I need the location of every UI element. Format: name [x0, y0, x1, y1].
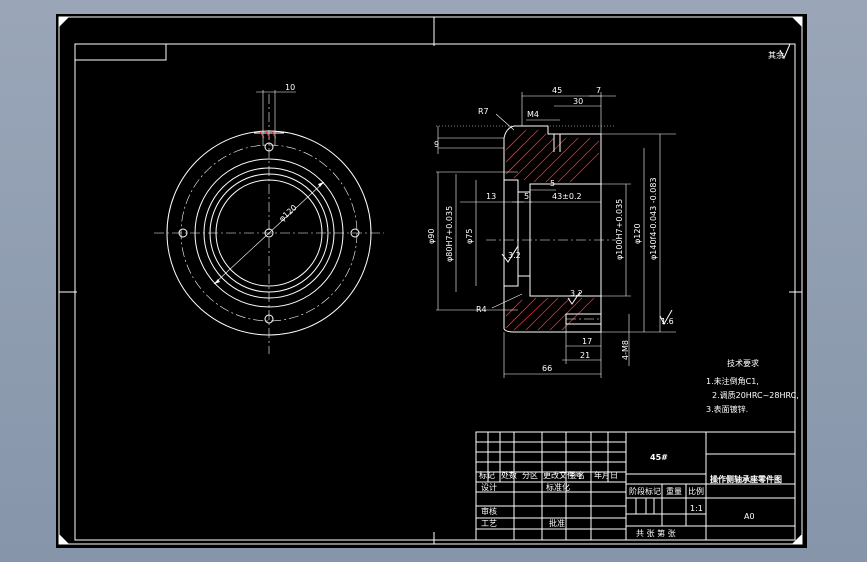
svg-text:共 张 第 张: 共 张 第 张 — [636, 528, 676, 538]
svg-text:更改文件号: 更改文件号 — [543, 470, 583, 480]
dim-45: 45 — [552, 86, 562, 95]
tech-requirements: 技术要求 1.未注倒角C1, 2.调质20HRC~28HRC, 3.表面镀锌. — [706, 358, 799, 414]
dim-17: 17 — [582, 337, 592, 346]
tech-item-3: 3.表面镀锌. — [706, 404, 748, 414]
svg-text:3.2: 3.2 — [570, 289, 583, 298]
drawing-canvas[interactable]: 其余 10 φ120 — [56, 14, 807, 548]
svg-text:分区: 分区 — [522, 471, 538, 480]
title-block: 标记 处数 分区 更改文件号 签名 年月日 设计 标准化 审核 工艺 批准 45… — [475, 431, 796, 541]
svg-text:重量: 重量 — [666, 486, 682, 496]
svg-text:审核: 审核 — [481, 506, 497, 516]
svg-text:处数: 处数 — [501, 470, 517, 480]
dim-9: 9 — [434, 140, 439, 149]
dim-5a: 5 — [524, 192, 529, 201]
scale-value: 1:1 — [690, 504, 703, 513]
dim-30: 30 — [573, 97, 583, 106]
dim-r4: R4 — [476, 305, 487, 314]
svg-text:标记: 标记 — [479, 470, 495, 480]
svg-text:签名: 签名 — [569, 470, 585, 480]
tech-item-1: 1.未注倒角C1, — [706, 376, 759, 386]
corner-mark — [792, 534, 802, 544]
svg-text:比例: 比例 — [688, 486, 704, 496]
svg-text:阶段标记: 阶段标记 — [629, 486, 661, 496]
dim-13: 13 — [486, 192, 496, 201]
tech-item-2: 2.调质20HRC~28HRC, — [712, 390, 799, 400]
corner-mark — [59, 534, 69, 544]
dim-m4: M4 — [527, 110, 539, 119]
roughness-mark: 1.6 — [659, 309, 674, 326]
drawing-name: 操作侧轴承座零件图 — [710, 474, 782, 484]
dim-phi75: φ75 — [465, 229, 474, 244]
svg-text:其余: 其余 — [768, 50, 784, 60]
svg-text:3.2: 3.2 — [508, 251, 521, 260]
svg-text:工艺: 工艺 — [481, 519, 497, 528]
section-view: 45 7 30 M4 R7 9 13 5 5 43±0.2 φ90 φ80H7+… — [427, 86, 676, 378]
front-dim-phi120: φ120 — [277, 203, 298, 223]
dim-5b: 5 — [550, 179, 555, 188]
dim-phi90: φ90 — [427, 229, 436, 244]
dim-4m8: 4-M8 — [621, 340, 630, 360]
tech-title: 技术要求 — [727, 358, 759, 368]
dim-phi80: φ80H7+0.035 — [445, 206, 454, 262]
svg-text:设计: 设计 — [481, 482, 497, 492]
roughness-mark: 3.2 — [501, 245, 521, 263]
dim-43: 43±0.2 — [552, 192, 582, 201]
dim-66: 66 — [542, 364, 552, 373]
dim-phi120: φ120 — [633, 223, 642, 244]
svg-text:年月日: 年月日 — [594, 470, 618, 480]
svg-text:批准: 批准 — [549, 518, 565, 528]
code-box — [75, 44, 167, 61]
corner-mark — [792, 17, 802, 27]
roughness-mark: 3.2 — [567, 289, 583, 305]
corner-mark — [59, 17, 69, 27]
material-label: 45# — [650, 453, 668, 462]
front-dim-10: 10 — [285, 83, 295, 92]
outer-frame — [58, 16, 803, 545]
dim-7: 7 — [596, 86, 601, 95]
dim-r7: R7 — [478, 107, 489, 116]
drawing-svg: 其余 10 φ120 — [58, 16, 803, 545]
front-view: 10 φ120 — [154, 83, 384, 354]
dim-phi140: φ140f4-0.043 -0.083 — [649, 177, 658, 260]
other-roughness-symbol: 其余 — [768, 43, 791, 60]
sheet-size: A0 — [744, 512, 755, 521]
svg-text:1.6: 1.6 — [661, 317, 674, 326]
dim-phi100: φ100H7+0.035 — [615, 199, 624, 260]
svg-text:标准化: 标准化 — [546, 482, 570, 492]
inner-frame — [74, 43, 796, 541]
dim-21: 21 — [580, 351, 590, 360]
